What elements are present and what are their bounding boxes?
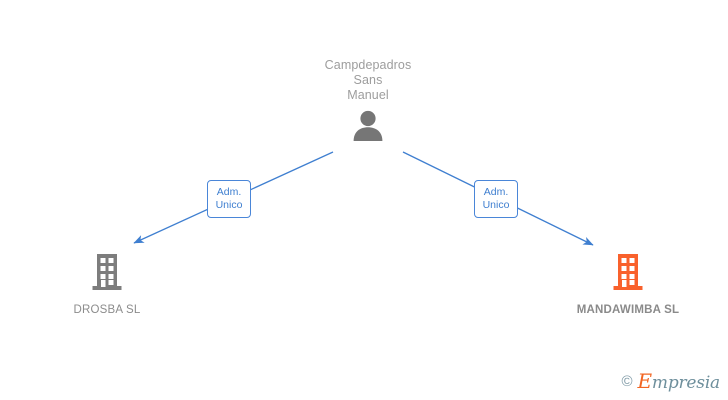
node-company-mandawimba[interactable]: MANDAWIMBA SL	[548, 252, 708, 317]
brand-logo-text: Empresia	[638, 371, 721, 392]
copyright-icon: ©	[621, 373, 633, 390]
brand-rest: mpresia	[651, 373, 720, 393]
edge-label-adm-unico-left[interactable]: Adm. Unico	[207, 180, 251, 218]
person-name-label: Campdepadros Sans Manuel	[324, 58, 412, 102]
node-company-drosba[interactable]: DROSBA SL	[27, 252, 187, 317]
company-name-label: MANDAWIMBA SL	[576, 304, 680, 316]
company-name-label: DROSBA SL	[73, 304, 141, 316]
building-icon	[90, 252, 124, 292]
building-icon	[611, 252, 645, 292]
person-icon	[350, 109, 386, 141]
node-person-root[interactable]: Campdepadros Sans Manuel	[288, 58, 448, 146]
brand-initial: E	[637, 369, 653, 393]
edge-label-adm-unico-right[interactable]: Adm. Unico	[474, 180, 518, 218]
watermark: © Empresia	[621, 371, 720, 392]
